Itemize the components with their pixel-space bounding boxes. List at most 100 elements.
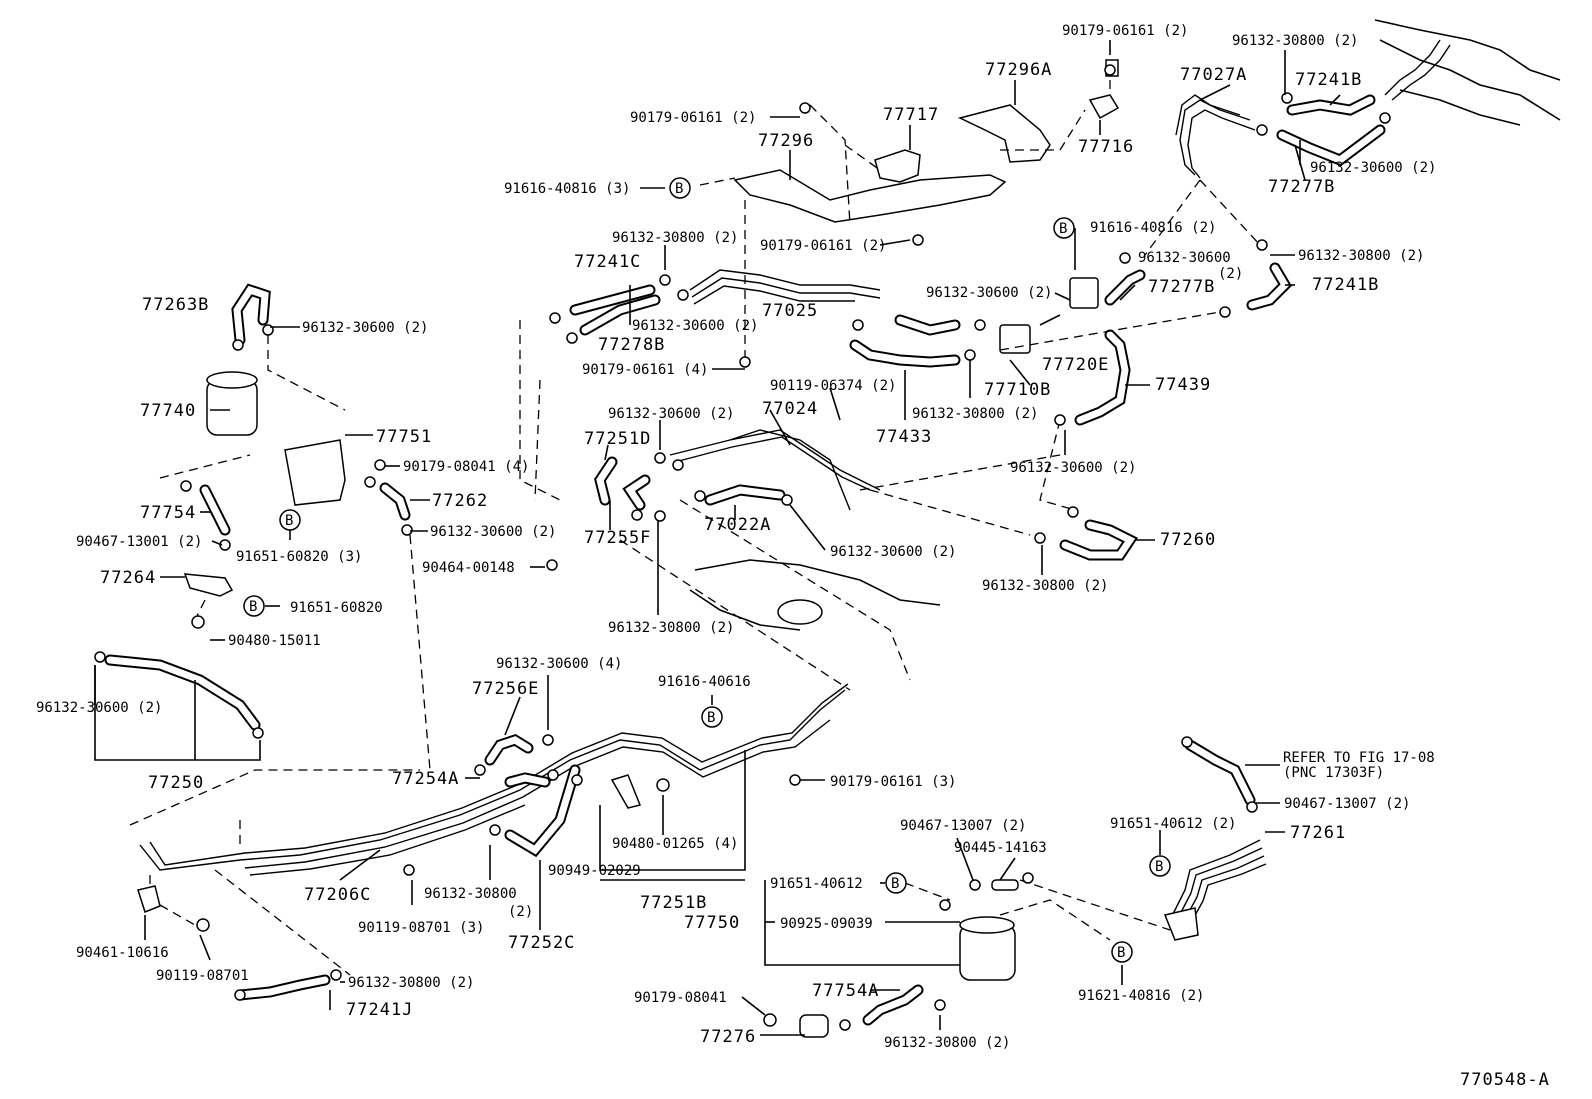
part-label: 77751 (376, 427, 432, 447)
svg-text:B: B (675, 181, 683, 197)
part-label: 96132-30800 (2) (608, 620, 734, 636)
figure-code: 770548-A (1460, 1070, 1550, 1090)
part-label: 77754A (812, 981, 879, 1001)
part-label: 77256E (472, 679, 539, 699)
part-label: 96132-30800 (424, 886, 517, 902)
part-label: 90480-01265 (4) (612, 836, 738, 852)
part-label: 91616-40816 (2) (1090, 220, 1216, 236)
part-labels: 90179-06161 (2) 77296A 90179-06161 (2) 7… (36, 23, 1550, 1090)
part-label: 77252C (508, 933, 575, 953)
part-label: 77277B (1148, 277, 1215, 297)
b-marker-icon: B (243, 595, 265, 617)
part-label: 77750 (684, 913, 740, 933)
refer-note: (PNC 17303F) (1283, 765, 1384, 781)
part-label: 96132-30600 (2) (36, 700, 162, 716)
part-label: 96132-30800 (2) (982, 578, 1108, 594)
part-label: 91616-40616 (658, 674, 751, 690)
b-marker-icon: B (1053, 217, 1075, 239)
part-label: 90179-06161 (2) (1062, 23, 1188, 39)
part-label: 77255F (584, 528, 651, 548)
drawing-lines (94, 19, 1561, 1038)
part-label: 96132-30800 (2) (348, 975, 474, 991)
part-label: 77241B (1312, 275, 1379, 295)
part-label: 77710B (984, 380, 1051, 400)
part-label: 91651-40612 (770, 876, 863, 892)
part-label: 77241C (574, 252, 641, 272)
part-label: 90119-06374 (2) (770, 378, 896, 394)
part-label: 77720E (1042, 355, 1109, 375)
part-label: 90119-08701 (3) (358, 920, 484, 936)
part-label: 77206C (304, 885, 371, 905)
part-label: 77278B (598, 335, 665, 355)
part-label: 90179-06161 (2) (760, 238, 886, 254)
svg-text:B: B (1117, 945, 1125, 961)
part-label: 90179-06161 (2) (630, 110, 756, 126)
part-label: 90179-08041 (634, 990, 727, 1006)
part-label: 77296 (758, 131, 814, 151)
part-label: 77264 (100, 568, 156, 588)
svg-text:B: B (891, 876, 899, 892)
svg-text:B: B (249, 599, 257, 615)
svg-text:B: B (285, 513, 293, 529)
part-label: 91616-40816 (3) (504, 181, 630, 197)
part-label: 96132-30600 (2) (632, 318, 758, 334)
svg-text:B: B (1155, 859, 1163, 875)
part-label: 96132-30600 (2) (830, 544, 956, 560)
part-label: 90464-00148 (422, 560, 515, 576)
part-label: 77025 (762, 301, 818, 321)
part-label: 96132-30800 (2) (1232, 33, 1358, 49)
part-label: 77433 (876, 427, 932, 447)
part-label: 77260 (1160, 530, 1216, 550)
b-marker-icon: B (701, 706, 723, 728)
b-marker-icon: B (279, 509, 301, 531)
b-marker-icon: B (1111, 941, 1133, 963)
part-label: (2) (508, 904, 533, 920)
part-label: 96132-30600 (2) (302, 320, 428, 336)
part-label: 91651-60820 (3) (236, 549, 362, 565)
part-label: 91621-40816 (2) (1078, 988, 1204, 1004)
part-label: 96132-30600 (4) (496, 656, 622, 672)
part-label: 96132-30600 (2) (608, 406, 734, 422)
part-label: 77716 (1078, 137, 1134, 157)
part-label: 77024 (762, 399, 818, 419)
part-label: 90925-09039 (780, 916, 873, 932)
part-label: 90467-13001 (2) (76, 534, 202, 550)
b-marker-icon: B (1149, 855, 1171, 877)
part-label: 77027A (1180, 65, 1247, 85)
part-label: 77241B (1295, 70, 1362, 90)
part-label: 96132-30600 (2) (430, 524, 556, 540)
part-label: 90179-08041 (4) (403, 459, 529, 475)
part-label: 91651-60820 (290, 600, 383, 616)
part-label: 96132-30800 (2) (884, 1035, 1010, 1051)
b-marker-icon: B (669, 177, 691, 199)
refer-note: REFER TO FIG 17-08 (1283, 750, 1435, 766)
part-label: 77754 (140, 503, 196, 523)
part-label: 77254A (392, 769, 459, 789)
part-label: 77740 (140, 401, 196, 421)
part-label: 77263B (142, 295, 209, 315)
part-label: 96132-30600 (2) (1010, 460, 1136, 476)
part-label: 90179-06161 (3) (830, 774, 956, 790)
part-label: 96132-30800 (2) (612, 230, 738, 246)
part-label: 96132-30600 (2) (1310, 160, 1436, 176)
part-label: 77251B (640, 893, 707, 913)
part-label: 96132-30800 (2) (912, 406, 1038, 422)
part-label: 96132-30600 (1138, 250, 1231, 266)
part-label: 77439 (1155, 375, 1211, 395)
part-label: 90949-02029 (548, 863, 641, 879)
part-label: 77241J (346, 1000, 413, 1020)
part-label: 77276 (700, 1027, 756, 1047)
part-label: 77022A (704, 515, 771, 535)
part-label: 90461-10616 (76, 945, 169, 961)
part-label: 77296A (985, 60, 1052, 80)
part-label: 90467-13007 (2) (900, 818, 1026, 834)
part-label: 77251D (584, 429, 651, 449)
part-label: 90467-13007 (2) (1284, 796, 1410, 812)
part-label: 77262 (432, 491, 488, 511)
part-label: 90179-06161 (4) (582, 362, 708, 378)
part-label: 90480-15011 (228, 633, 321, 649)
part-label: 90445-14163 (954, 840, 1047, 856)
part-label: 77717 (883, 105, 939, 125)
